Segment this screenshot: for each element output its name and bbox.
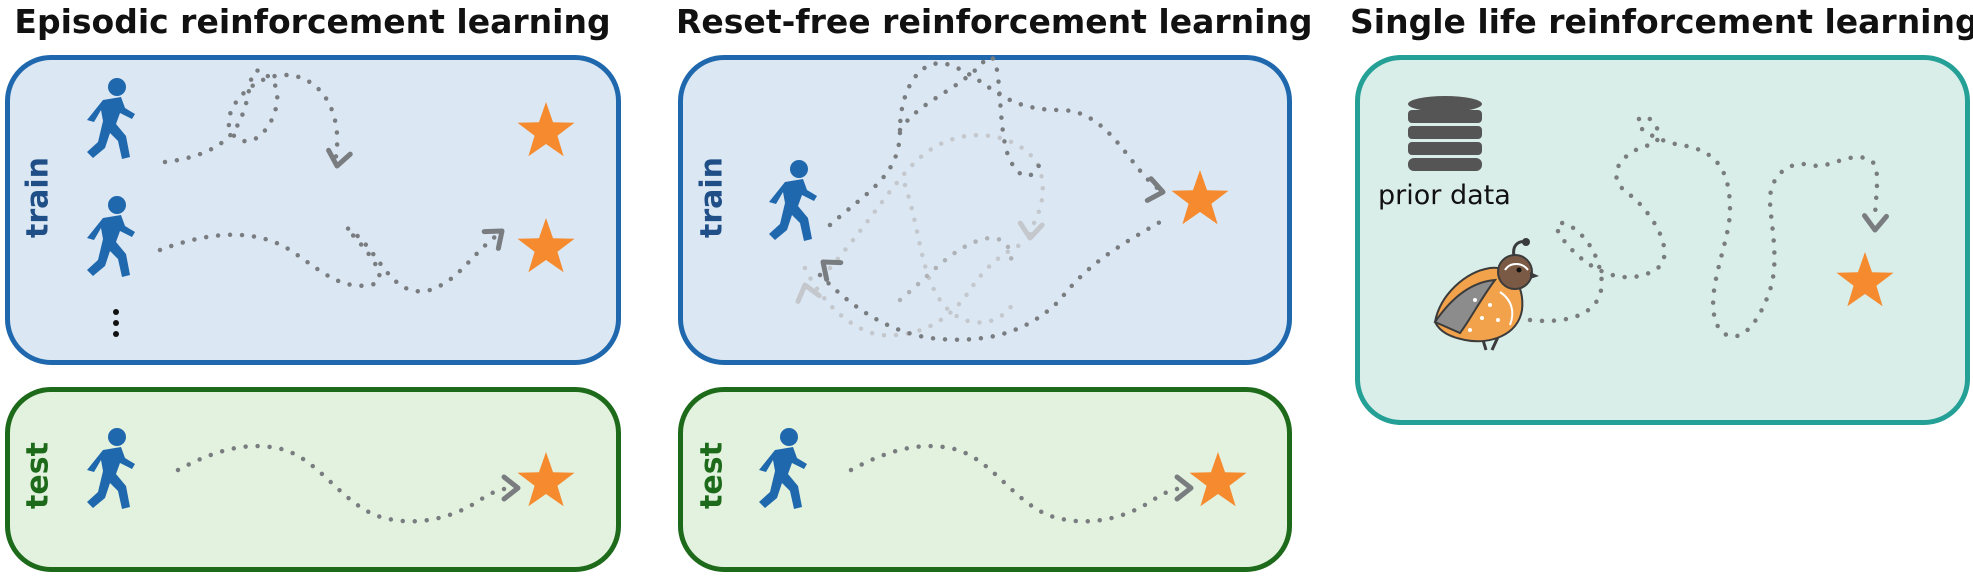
star-icon xyxy=(1189,452,1247,507)
test-path xyxy=(175,443,518,524)
reset-free-path xyxy=(827,61,1163,228)
prior-data-label: prior data xyxy=(1378,180,1511,211)
running-person-icon xyxy=(87,428,135,509)
running-person-icon xyxy=(87,196,135,277)
reset-free-path xyxy=(897,236,1014,303)
star-icon xyxy=(517,218,575,273)
test-path xyxy=(848,443,1191,524)
episode-path xyxy=(157,225,503,294)
star-icon xyxy=(517,452,575,507)
running-person-icon xyxy=(759,428,807,509)
running-person-icon xyxy=(769,160,817,241)
arrow-head-icon xyxy=(484,223,509,249)
arrow-head-icon xyxy=(326,150,350,168)
reset-free-path xyxy=(897,55,1043,178)
episodic-title: Episodic reinforcement learning xyxy=(14,2,611,41)
single-life-path xyxy=(1527,114,1880,339)
running-person-icon xyxy=(87,78,135,159)
faint-path xyxy=(827,133,1046,271)
reset-free-test-panel xyxy=(678,387,1292,572)
reset-free-title: Reset-free reinforcement learning xyxy=(676,2,1313,41)
arrow-head-icon xyxy=(1864,216,1886,231)
single-life-title: Single life reinforcement learning xyxy=(1350,2,1973,41)
arrow-head-icon xyxy=(1147,179,1165,203)
ellipsis-icon xyxy=(113,309,119,337)
arrow-head-icon xyxy=(1019,223,1042,239)
quail-icon xyxy=(1433,238,1539,351)
database-icon xyxy=(1408,96,1482,171)
faint-path xyxy=(902,182,1018,325)
star-icon xyxy=(517,102,575,157)
reset-free-path xyxy=(817,219,1163,342)
star-icon xyxy=(1836,252,1894,307)
episode-path xyxy=(162,68,340,165)
star-icon xyxy=(1171,170,1229,225)
arrow-head-icon xyxy=(794,282,819,301)
